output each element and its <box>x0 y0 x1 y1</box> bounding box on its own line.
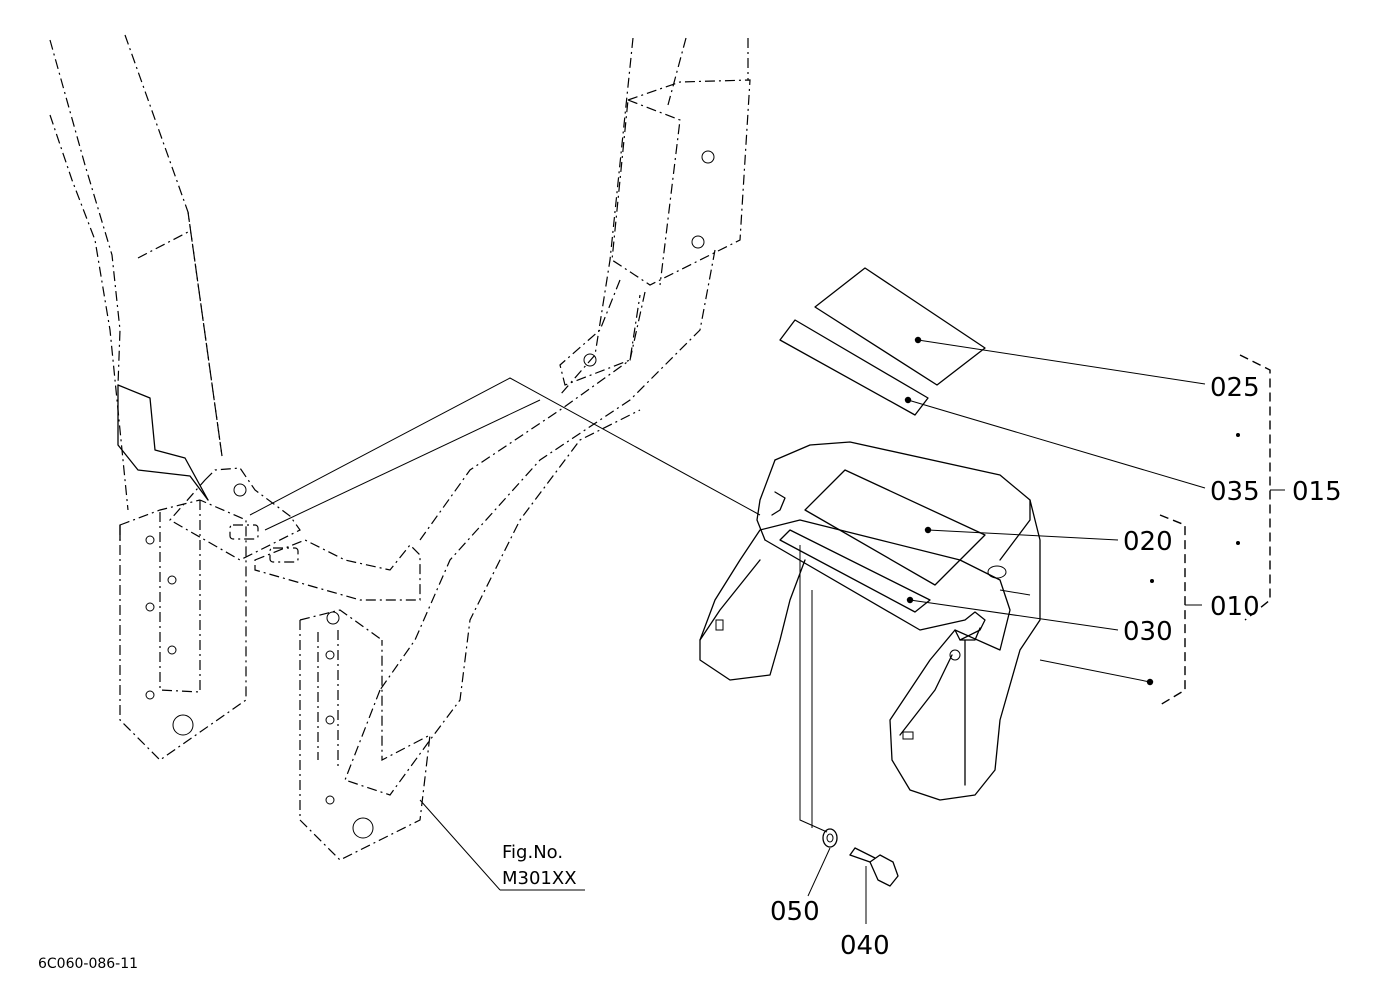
washer-050 <box>822 828 838 848</box>
decal-030 <box>779 529 931 613</box>
fig-no-value: M301XX <box>502 868 577 889</box>
cross-member <box>169 467 421 625</box>
label-015: 015 <box>1292 477 1342 507</box>
label-050: 050 <box>770 897 820 927</box>
decal-set-015 <box>779 267 986 416</box>
left-bracket-plate <box>119 499 247 761</box>
label-020: 020 <box>1123 527 1173 557</box>
rops-frame-phantom <box>49 34 761 861</box>
cover-assembly <box>699 441 1041 801</box>
label-025: 025 <box>1210 373 1260 403</box>
bolt-040 <box>849 847 899 887</box>
brackets <box>1150 354 1285 706</box>
fig-no-label: Fig.No. <box>502 842 563 863</box>
decal-025 <box>814 267 986 386</box>
decal-035 <box>779 319 929 416</box>
label-010: 010 <box>1210 592 1260 622</box>
label-035: 035 <box>1210 477 1260 507</box>
leader-lines <box>419 336 1206 924</box>
label-030: 030 <box>1123 617 1173 647</box>
decal-020 <box>804 469 986 586</box>
right-bracket-plate <box>299 609 431 861</box>
label-040: 040 <box>840 931 890 961</box>
right-post <box>344 37 751 796</box>
drawing-code: 6C060-086-11 <box>38 956 138 972</box>
